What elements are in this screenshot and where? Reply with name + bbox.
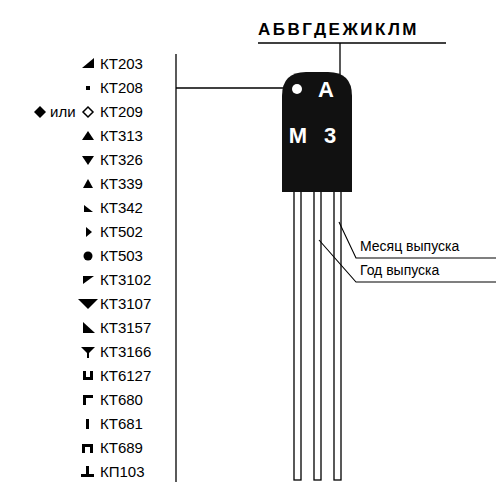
body-marking: М [289, 124, 307, 148]
leader-lines [176, 43, 446, 482]
mark-symbol [87, 352, 89, 358]
type-name: КТ339 [100, 175, 143, 193]
or-word: или [50, 103, 76, 121]
type-name: КТ681 [100, 415, 143, 433]
transistor-leg [314, 190, 321, 480]
marking-letters: АБВГДЕЖИКЛМ [258, 19, 419, 41]
mark-symbol [83, 322, 95, 333]
type-name: КТ689 [100, 439, 143, 457]
type-name: КТ209 [100, 103, 143, 121]
callout-label: Год выпуска [360, 261, 439, 279]
mark-symbol [83, 179, 93, 188]
type-name: КТ3102 [100, 271, 151, 289]
type-name: КТ680 [100, 391, 143, 409]
mark-leader [176, 87, 284, 88]
transistor-leg [334, 190, 341, 480]
transistor-body: АМ3 [282, 72, 352, 192]
type-name: КТ3166 [100, 343, 151, 361]
mark-symbol [84, 252, 93, 261]
callout-label: Месяц выпуска [360, 237, 459, 255]
type-name: КТ208 [100, 79, 143, 97]
mark-symbol [84, 205, 93, 212]
mark-symbol [34, 106, 46, 118]
type-name: КТ3157 [100, 319, 151, 337]
type-name: КТ342 [100, 199, 143, 217]
transistor-legs [294, 190, 341, 480]
mark-symbol [86, 419, 89, 429]
type-name: КТ326 [100, 151, 143, 169]
mark-symbol [82, 444, 93, 453]
mark-symbol [83, 107, 93, 117]
type-name: КТ6127 [100, 367, 151, 385]
mark-symbol [83, 371, 93, 380]
mark-symbol [82, 156, 94, 165]
mark-symbol [86, 86, 90, 90]
type-name: КТ502 [100, 223, 143, 241]
mark-symbol [82, 58, 94, 68]
type-name: КТ503 [100, 247, 143, 265]
type-name: КТ3107 [100, 295, 151, 313]
type-name: КТ203 [100, 55, 143, 73]
heading-underline [258, 42, 446, 43]
mark-symbol [78, 299, 98, 309]
mark-dot [292, 84, 302, 94]
mark-symbols [34, 58, 98, 477]
letter-leader [339, 43, 340, 76]
mark-symbol [81, 466, 94, 477]
mark-symbol [83, 276, 94, 284]
type-name: КТ313 [100, 127, 143, 145]
transistor-leg [294, 190, 301, 480]
body-marking: А [318, 78, 334, 102]
mark-symbol [86, 227, 92, 237]
body-marking: 3 [324, 124, 336, 148]
mark-symbol [83, 395, 93, 405]
month-leader [339, 222, 496, 258]
body-shape [282, 72, 352, 192]
callout-leaders [319, 222, 496, 282]
mark-symbol [82, 131, 94, 140]
type-name: КП103 [100, 463, 145, 481]
list-bracket [175, 54, 176, 482]
